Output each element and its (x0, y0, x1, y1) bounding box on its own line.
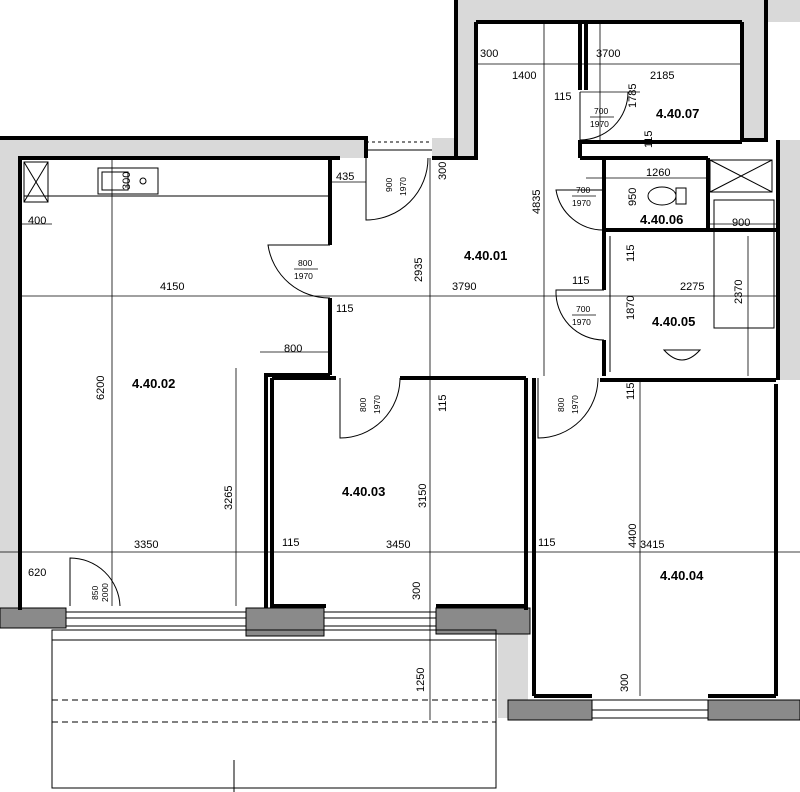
door-height: 1970 (590, 119, 609, 129)
door-width: 700 (576, 304, 590, 314)
shaft-icon (709, 159, 773, 193)
dim-text: 115 (625, 244, 637, 262)
door-height: 1970 (398, 177, 408, 196)
dim-text: 300 (437, 162, 449, 180)
dim-text: 115 (572, 275, 590, 287)
dim-text: 300 (619, 674, 631, 692)
dim-text: 115 (538, 537, 556, 549)
door-bath-icon (555, 289, 605, 341)
kitchen-cabinet-icon (23, 161, 49, 203)
door-height: 1970 (572, 198, 591, 208)
dim-text: 6200 (95, 376, 107, 400)
doors (69, 91, 629, 607)
dim-text: 1785 (627, 84, 639, 108)
dim-text: 620 (28, 567, 46, 579)
door-bedroom2-icon (537, 377, 599, 439)
door-width: 700 (576, 185, 590, 195)
dim-text: 2275 (680, 281, 704, 293)
door-width: 850 (90, 586, 100, 600)
dim-text: 1260 (646, 167, 670, 179)
dim-text: 950 (627, 188, 639, 206)
dim-text: 900 (732, 217, 750, 229)
dim-text: 3150 (417, 484, 429, 508)
dim-text: 1250 (415, 668, 427, 692)
room-label-4-40-05: 4.40.05 (652, 314, 695, 329)
door-height: 1970 (372, 395, 382, 414)
door-entrance-icon (365, 157, 429, 221)
door-height: 1970 (294, 271, 313, 281)
dim-text: 115 (625, 382, 637, 400)
dim-text: 300 (121, 172, 133, 190)
toilet-icon (647, 186, 677, 206)
dim-text: 115 (437, 394, 449, 412)
door-balcony-icon (69, 557, 121, 607)
thin-lines (51, 141, 708, 792)
door-width: 800 (298, 258, 312, 268)
sink-icon (97, 167, 159, 195)
dim-text: 2370 (733, 280, 745, 304)
dim-text: 1400 (512, 70, 536, 82)
concrete-columns (0, 607, 800, 721)
dim-text: 3265 (223, 486, 235, 510)
dim-text: 1870 (625, 296, 637, 320)
door-width: 700 (594, 106, 608, 116)
dim-text: 3415 (640, 539, 664, 551)
door-width: 800 (358, 398, 368, 412)
dim-text: 4150 (160, 281, 184, 293)
door-height: 1970 (570, 395, 580, 414)
room-label-4-40-02: 4.40.02 (132, 376, 175, 391)
door-height: 1970 (572, 317, 591, 327)
door-bedroom1-icon (339, 377, 401, 439)
bathtub-icon (713, 199, 775, 329)
washbasin-icon (662, 349, 702, 361)
door-wc-icon (555, 189, 605, 231)
dim-text: 4835 (531, 190, 543, 214)
room-label-4-40-06: 4.40.06 (640, 212, 683, 227)
dim-text: 4400 (627, 524, 639, 548)
door-height: 2000 (100, 583, 110, 602)
dim-text: 300 (411, 582, 423, 600)
dim-text: 115 (282, 537, 300, 549)
dim-text: 300 (480, 48, 498, 60)
door-kitchen-icon (267, 244, 331, 299)
door-labels: 700 1970 900 1970 700 1970 800 1970 700 … (90, 106, 614, 602)
dim-text: 800 (284, 343, 302, 355)
door-width: 900 (384, 178, 394, 192)
room-label-4-40-01: 4.40.01 (464, 248, 507, 263)
dim-text: 3350 (134, 539, 158, 551)
door-storage-icon (579, 91, 629, 141)
dim-text: 3700 (596, 48, 620, 60)
room-label-4-40-03: 4.40.03 (342, 484, 385, 499)
dim-text: 115 (554, 91, 572, 103)
dimension-lines (0, 22, 800, 720)
dim-text: 115 (336, 303, 354, 315)
dim-text: 3450 (386, 539, 410, 551)
walls (0, 0, 780, 698)
room-labels: 4.40.01 4.40.02 4.40.03 4.40.04 4.40.05 … (132, 106, 704, 583)
room-label-4-40-04: 4.40.04 (660, 568, 704, 583)
dim-text: 2185 (650, 70, 674, 82)
dim-text: 435 (336, 171, 354, 183)
dim-text: 2935 (413, 258, 425, 282)
door-width: 800 (556, 398, 566, 412)
room-label-4-40-07: 4.40.07 (656, 106, 699, 121)
dimension-numbers: 300 3700 1400 2185 1785 115 115 300 435 … (28, 48, 750, 692)
dim-text: 115 (643, 130, 655, 148)
fixtures (23, 159, 775, 372)
dim-text: 3790 (452, 281, 476, 293)
dim-text: 400 (28, 215, 46, 227)
